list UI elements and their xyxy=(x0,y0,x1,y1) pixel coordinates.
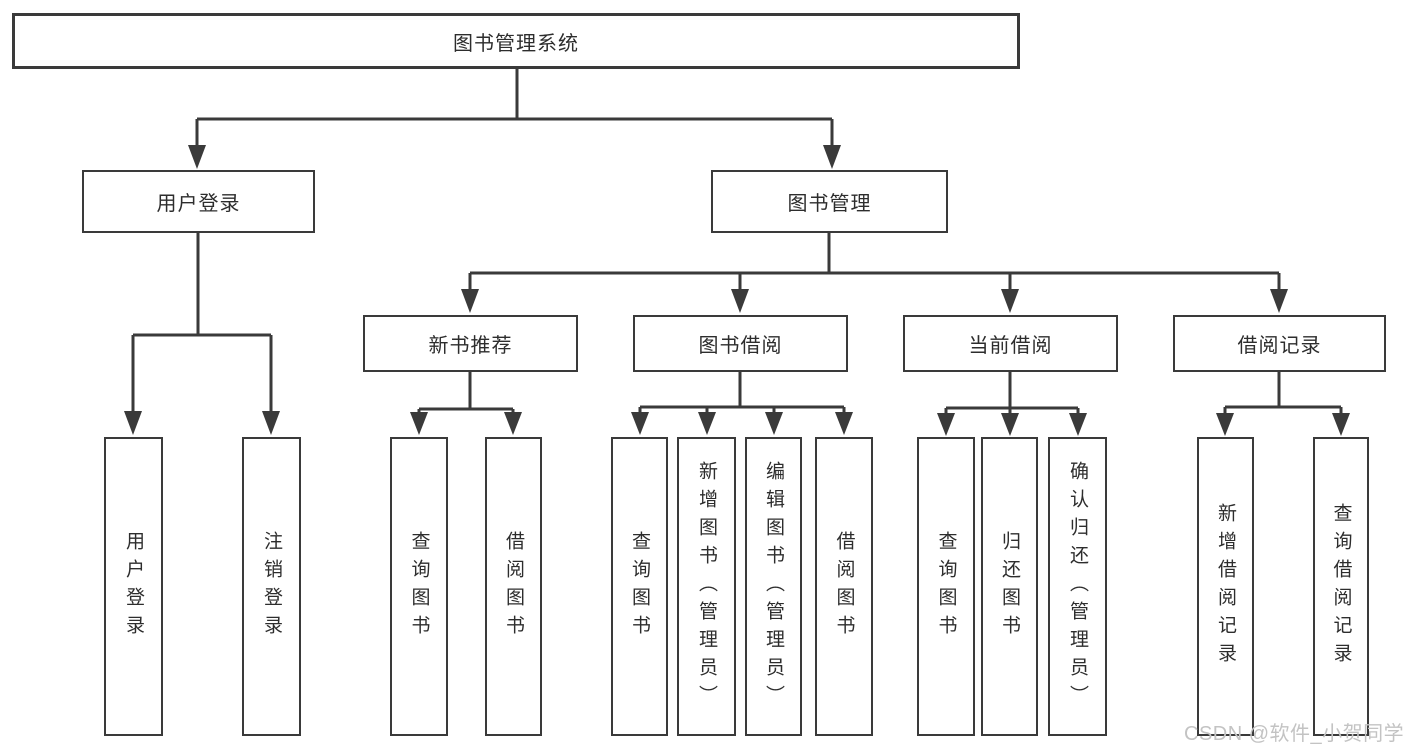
leaf-recommend-borrow-book: 借阅图书 xyxy=(485,437,542,736)
node-book-management: 图书管理 xyxy=(711,170,948,233)
leaf-borrow-book: 借阅图书 xyxy=(815,437,873,736)
node-book-borrowing: 图书借阅 xyxy=(633,315,848,372)
node-borrowing-records: 借阅记录 xyxy=(1173,315,1386,372)
leaf-current-query-book: 查询图书 xyxy=(917,437,975,736)
leaf-logout: 注销登录 xyxy=(242,437,301,736)
leaf-add-book-admin: 新增图书（管理员） xyxy=(677,437,736,736)
node-current-borrowing: 当前借阅 xyxy=(903,315,1118,372)
leaf-user-login: 用户登录 xyxy=(104,437,163,736)
leaf-confirm-return-admin: 确认归还（管理员） xyxy=(1048,437,1107,736)
node-new-book-recommend: 新书推荐 xyxy=(363,315,578,372)
leaf-query-borrow-record: 查询借阅记录 xyxy=(1313,437,1369,736)
leaf-recommend-query-book: 查询图书 xyxy=(390,437,448,736)
leaf-add-borrow-record: 新增借阅记录 xyxy=(1197,437,1254,736)
watermark-text: CSDN @软件_小贺同学 xyxy=(1184,723,1405,745)
node-root: 图书管理系统 xyxy=(12,13,1020,69)
leaf-borrow-query-book: 查询图书 xyxy=(611,437,668,736)
leaf-return-book: 归还图书 xyxy=(981,437,1038,736)
node-user-login: 用户登录 xyxy=(82,170,315,233)
leaf-edit-book-admin: 编辑图书（管理员） xyxy=(745,437,802,736)
